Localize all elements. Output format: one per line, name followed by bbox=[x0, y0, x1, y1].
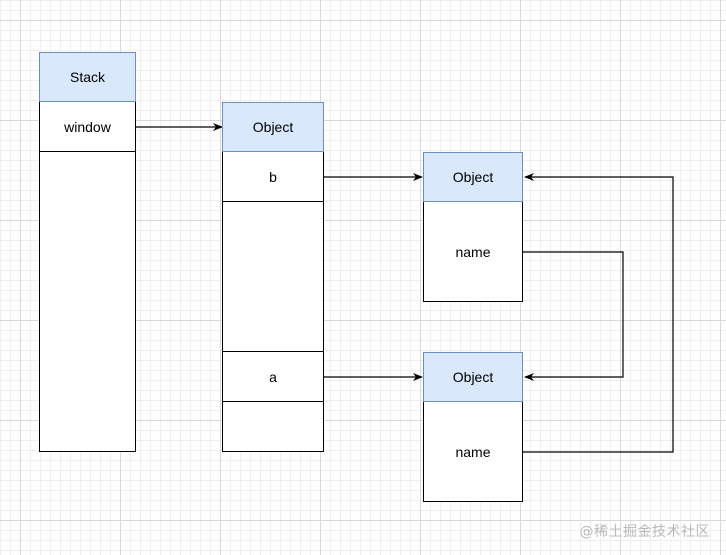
arrow-name-to-upper-object bbox=[523, 173, 674, 453]
object-b-title: Object bbox=[452, 169, 494, 185]
global-object-empty-area bbox=[222, 202, 324, 352]
stack-entry-label: window bbox=[64, 118, 111, 135]
object-a-prop-name: name bbox=[423, 402, 523, 502]
object-b-prop-name: name bbox=[423, 202, 523, 302]
object-b-prop-label: name bbox=[455, 243, 491, 260]
global-object-prop-b: b bbox=[222, 152, 324, 202]
object-b-header: Object bbox=[423, 152, 523, 202]
stack-title: Stack bbox=[69, 69, 105, 85]
object-a-title: Object bbox=[452, 369, 494, 385]
object-a-header: Object bbox=[423, 352, 523, 402]
global-object-bottom-area bbox=[222, 402, 324, 452]
stack-entry-window: window bbox=[39, 102, 136, 152]
global-object-header: Object bbox=[222, 102, 324, 152]
global-object-prop-a: a bbox=[222, 352, 324, 402]
object-a-prop-label: name bbox=[455, 443, 491, 460]
prop-a-label: a bbox=[269, 368, 277, 385]
stack-empty-area bbox=[39, 152, 136, 452]
arrow-name-to-lower-object bbox=[523, 251, 624, 381]
stack-header: Stack bbox=[39, 52, 136, 102]
global-object-title: Object bbox=[252, 119, 294, 135]
prop-b-label: b bbox=[269, 168, 277, 185]
watermark: @稀土掘金技术社区 bbox=[579, 524, 710, 540]
